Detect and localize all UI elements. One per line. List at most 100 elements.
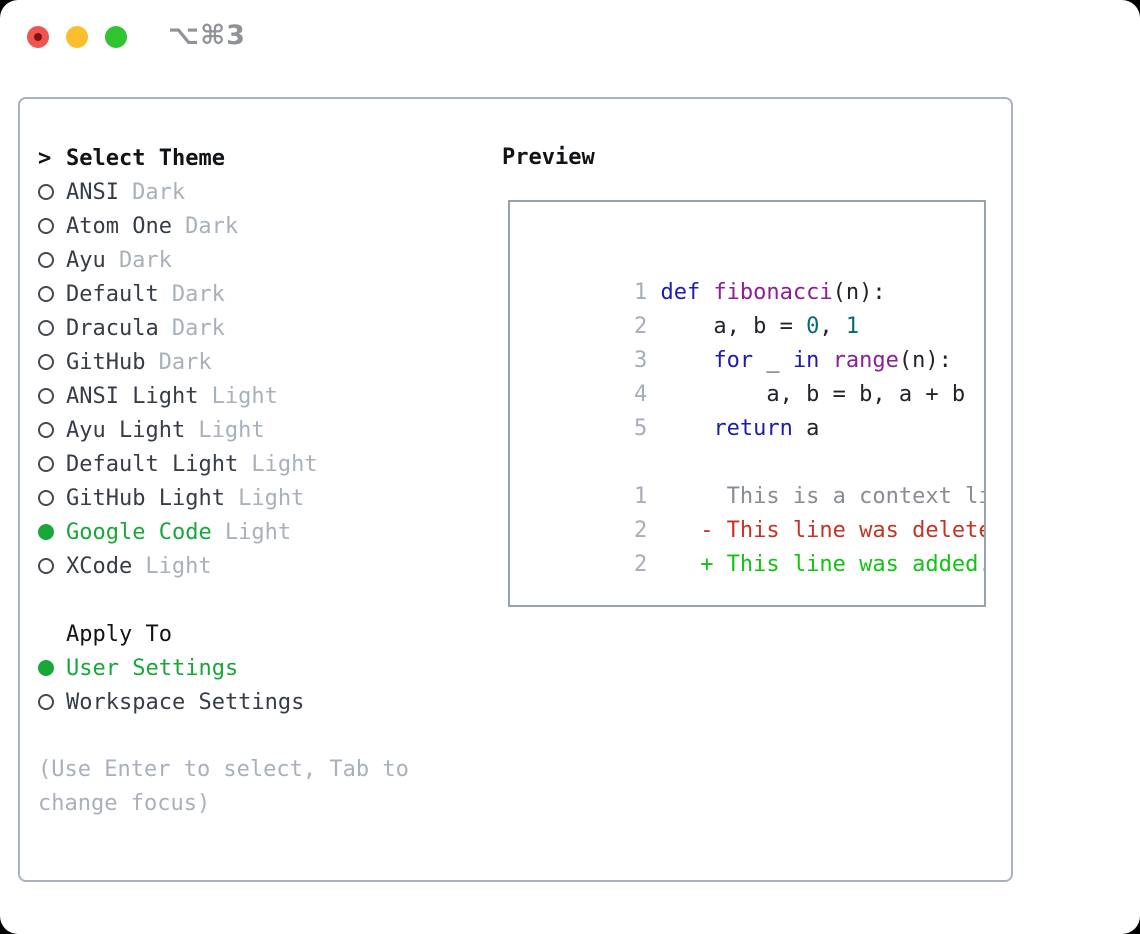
theme-name: Default (66, 281, 159, 307)
theme-option-ansi-light[interactable]: ANSI Light Light (38, 379, 478, 413)
radio-unselected-icon (38, 388, 54, 404)
line-number: 1 (633, 280, 648, 305)
apply-to-label: Apply To (66, 621, 172, 647)
theme-name: XCode (66, 553, 133, 579)
theme-variant: Light (198, 417, 265, 443)
code-token (660, 416, 713, 441)
code-token (819, 348, 832, 373)
code-token: a (792, 416, 820, 441)
radio-unselected-icon (38, 694, 54, 710)
theme-option-ayu-light[interactable]: Ayu Light Light (38, 413, 478, 447)
theme-name: Ayu (66, 247, 106, 273)
line-number: 3 (633, 348, 648, 373)
theme-name: ANSI (66, 179, 119, 205)
radio-unselected-icon (38, 456, 54, 472)
code-token: in (792, 348, 820, 373)
theme-name: GitHub (66, 349, 146, 375)
hint-text-line1: (Use Enter to select, Tab to (38, 757, 409, 782)
code-token: a, b = b, a + b (660, 382, 966, 407)
radio-selected-icon (38, 660, 54, 676)
cursor-prompt-icon: > (38, 145, 52, 171)
code-line: 3 for _ in range(n): (528, 310, 984, 373)
code-token: (n): (832, 280, 886, 305)
theme-selector-panel: > Select Theme ANSI Dark Atom One Dark A… (18, 97, 1013, 882)
line-number: 2 (633, 314, 648, 339)
code-line: 4 a, b = b, a + b (528, 344, 984, 407)
code-token: range (832, 348, 899, 373)
code-token: 1 (845, 314, 860, 339)
theme-variant: Light (145, 553, 212, 579)
apply-to-header: Apply To (38, 617, 478, 651)
theme-option-ansi-dark[interactable]: ANSI Dark (38, 175, 478, 209)
line-number: 5 (633, 416, 648, 441)
theme-option-xcode-light[interactable]: XCode Light (38, 549, 478, 583)
theme-variant: Light (211, 383, 278, 409)
close-traffic-light-icon[interactable] (27, 26, 49, 48)
theme-list: > Select Theme ANSI Dark Atom One Dark A… (38, 141, 478, 821)
minimize-traffic-light-icon[interactable] (66, 26, 88, 48)
theme-option-github-light[interactable]: GitHub Light Light (38, 481, 478, 515)
code-token: for (713, 348, 754, 373)
code-token: _ (753, 348, 793, 373)
code-token: return (713, 416, 793, 441)
code-token: fibonacci (713, 280, 833, 305)
theme-option-dracula-dark[interactable]: Dracula Dark (38, 311, 478, 345)
apply-option-workspace-settings[interactable]: Workspace Settings (38, 685, 478, 719)
radio-unselected-icon (38, 184, 54, 200)
code-token: (n): (898, 348, 952, 373)
theme-variant: Dark (158, 349, 212, 375)
line-number: 2 (633, 552, 648, 577)
radio-unselected-icon (38, 558, 54, 574)
theme-name: Atom One (66, 213, 172, 239)
diff-added-line: 2 + This line was added. (528, 514, 984, 577)
preview-title: Preview (502, 145, 595, 170)
select-theme-label: Select Theme (66, 145, 225, 171)
theme-option-ayu-dark[interactable]: Ayu Dark (38, 243, 478, 277)
apply-option-user-settings[interactable]: User Settings (38, 651, 478, 685)
theme-variant: Light (224, 519, 292, 545)
code-line: 1 def fibonacci(n): (528, 242, 984, 305)
radio-selected-icon (38, 524, 54, 540)
radio-unselected-icon (38, 252, 54, 268)
theme-variant: Dark (185, 213, 239, 239)
theme-name: GitHub Light (66, 485, 225, 511)
line-number: 2 (633, 518, 648, 543)
window-title: ⌥⌘3 (168, 20, 246, 51)
theme-option-google-code-light[interactable]: Google Code Light (38, 515, 478, 549)
code-token (660, 348, 713, 373)
code-line: 2 a, b = 0, 1 (528, 276, 984, 339)
code-token: , (819, 314, 846, 339)
code-token: a, b = (660, 314, 807, 339)
radio-unselected-icon (38, 218, 54, 234)
theme-variant: Dark (118, 247, 172, 273)
diff-context-line: 1 This is a context line. (528, 446, 984, 509)
theme-variant: Light (251, 451, 318, 477)
theme-name: Google Code (66, 519, 212, 545)
diff-text: - This line was deleted. (660, 518, 986, 543)
select-theme-header: > Select Theme (38, 141, 478, 175)
theme-option-atom-one-dark[interactable]: Atom One Dark (38, 209, 478, 243)
code-token: 0 (806, 314, 820, 339)
radio-unselected-icon (38, 286, 54, 302)
theme-option-default-light[interactable]: Default Light Light (38, 447, 478, 481)
theme-variant: Dark (171, 315, 225, 341)
line-number: 4 (633, 382, 648, 407)
radio-unselected-icon (38, 354, 54, 370)
diff-text: + This line was added. (660, 552, 986, 577)
theme-option-default-dark[interactable]: Default Dark (38, 277, 478, 311)
hint-text-line2: change focus) (38, 791, 211, 816)
apply-option-label: User Settings (66, 655, 239, 681)
radio-unselected-icon (38, 320, 54, 336)
theme-name: Ayu Light (66, 417, 186, 443)
spacer (38, 719, 478, 753)
zoom-traffic-light-icon[interactable] (105, 26, 127, 48)
theme-name: ANSI Light (66, 383, 199, 409)
theme-option-github-dark[interactable]: GitHub Dark (38, 345, 478, 379)
line-number: 1 (633, 484, 648, 509)
titlebar: ⌥⌘3 (0, 0, 1140, 74)
theme-name: Dracula (66, 315, 159, 341)
code-token: def (660, 280, 714, 305)
theme-variant: Dark (171, 281, 225, 307)
diff-deleted-line: 2 - This line was deleted. (528, 480, 984, 543)
